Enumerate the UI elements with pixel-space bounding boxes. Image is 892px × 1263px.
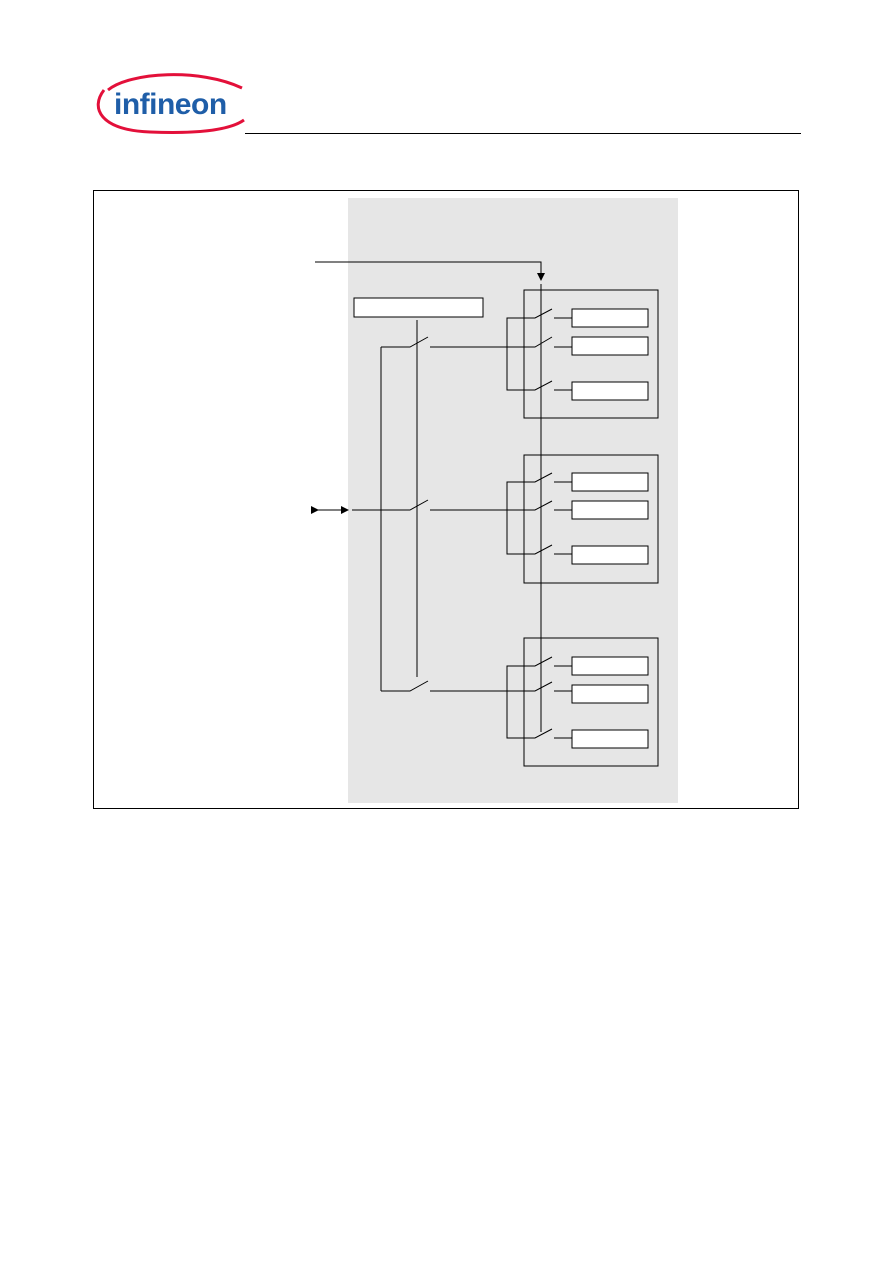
bank-2: [506, 454, 659, 584]
bank-frame: [523, 289, 659, 419]
selector-switch-1: [381, 336, 429, 348]
register-box: [571, 729, 649, 749]
logo-swoosh-bottom: [96, 89, 245, 134]
register-box: [571, 684, 649, 704]
register-box: [571, 472, 649, 492]
logo-wordmark: infineon: [114, 88, 227, 121]
infineon-logo: infineon: [96, 73, 245, 134]
figure-frame: [93, 190, 799, 809]
selector-switch-3: [381, 680, 429, 692]
register-box: [571, 381, 649, 401]
bank-switch: [507, 656, 572, 667]
register-box: [571, 308, 649, 328]
bank-frame: [523, 637, 659, 767]
bank-switch: [507, 472, 572, 483]
bank-switch: [527, 500, 572, 511]
bank-switch: [507, 728, 572, 739]
register-box: [571, 336, 649, 356]
selector-block: [353, 297, 484, 318]
logo-swoosh-top: [107, 73, 243, 92]
register-box: [571, 500, 649, 520]
bank-switch: [507, 380, 572, 391]
bank-switch: [507, 544, 572, 555]
register-box: [571, 545, 649, 565]
selector-switch-2: [352, 499, 429, 511]
bank-switch: [527, 681, 572, 692]
register-box: [571, 656, 649, 676]
bank-switch: [527, 336, 572, 348]
bank-3: [506, 637, 659, 767]
bank-switch: [507, 308, 572, 319]
bank-1: [506, 289, 659, 419]
bank-frame: [523, 454, 659, 584]
header-rule: [245, 133, 801, 134]
top-input-line: [315, 261, 545, 281]
